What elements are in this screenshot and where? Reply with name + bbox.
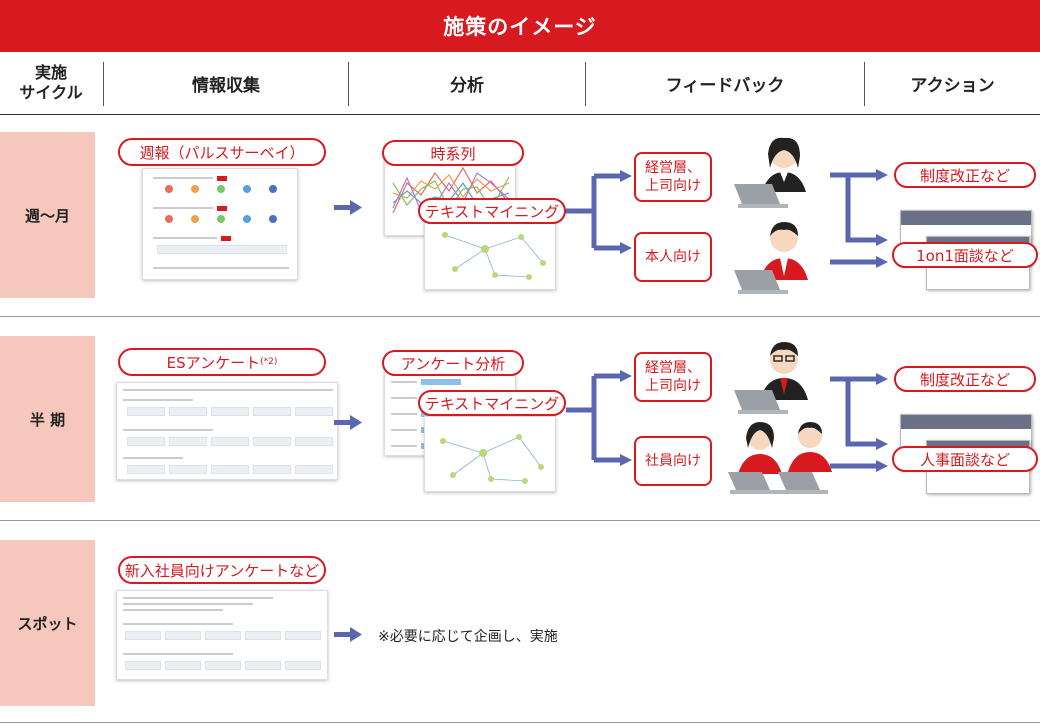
- executive-icon: [734, 342, 808, 414]
- feedback-box-halfyear-bottom: 社員向け: [634, 436, 712, 486]
- feedback-line: 上司向け: [645, 178, 701, 194]
- arrow-icon: [566, 373, 620, 463]
- feedback-line: 経営層、: [645, 160, 701, 176]
- es-survey-thumbnail: [116, 382, 338, 480]
- row-divider: [0, 520, 1040, 521]
- arrow-icon: [830, 376, 876, 469]
- header-divider: [864, 62, 865, 106]
- analysis-label-halfyear-bottom: テキストマイニング: [418, 390, 566, 416]
- new-employee-survey-thumbnail: [116, 590, 328, 680]
- text-mining-thumbnail: [424, 416, 556, 492]
- arrow-icon: [566, 173, 620, 251]
- feedback-line: 経営層、: [645, 360, 701, 376]
- row-divider: [0, 722, 1040, 723]
- header-analyze: 分析: [450, 75, 484, 96]
- analysis-label-weekly-bottom: テキストマイニング: [418, 198, 566, 224]
- row-label-weekly: 週〜月: [0, 132, 95, 298]
- arrow-icon: [334, 200, 362, 215]
- header-divider: [585, 62, 586, 106]
- collect-label-weekly: 週報（パルスサーベイ）: [118, 138, 326, 166]
- header-cycle-line2: サイクル: [19, 83, 83, 102]
- header-cycle: 実施サイクル: [0, 58, 102, 108]
- employees-icon: [728, 422, 832, 494]
- businesswoman-icon: [734, 137, 806, 208]
- row-label-halfyear: 半 期: [0, 336, 95, 502]
- spot-note: ※必要に応じて企画し、実施: [378, 629, 558, 645]
- action-label-weekly-top: 制度改正など: [894, 162, 1036, 188]
- action-label-weekly-bottom: 1on1面談など: [892, 242, 1038, 268]
- action-label-halfyear-top: 制度改正など: [894, 366, 1036, 392]
- header-divider: [348, 62, 349, 106]
- arrow-icon: [830, 172, 876, 265]
- row-divider: [0, 316, 1040, 317]
- row-label-spot: スポット: [0, 540, 95, 706]
- text-mining-thumbnail: [424, 214, 556, 290]
- pulse-survey-thumbnail: [142, 168, 298, 280]
- businessman-icon: [734, 222, 808, 294]
- feedback-box-weekly-top: 経営層、上司向け: [634, 152, 712, 202]
- header-feedback: フィードバック: [665, 75, 785, 96]
- feedback-box-weekly-bottom: 本人向け: [634, 232, 712, 282]
- text-mining-network-graphic: [440, 434, 544, 484]
- arrow-icon: [334, 415, 362, 430]
- header-underline: [0, 114, 1040, 115]
- collect-label-spot: 新入社員向けアンケートなど: [118, 556, 326, 584]
- analysis-label-halfyear-top: アンケート分析: [382, 350, 524, 376]
- header-cycle-line1: 実施: [34, 63, 67, 82]
- collect-label-text: ESアンケート: [166, 353, 261, 372]
- header-action: アクション: [910, 75, 995, 96]
- footnote-mark: (*2): [260, 357, 278, 367]
- header-collect: 情報収集: [192, 75, 260, 96]
- analysis-label-weekly-top: 時系列: [382, 140, 524, 166]
- feedback-line: 上司向け: [645, 378, 701, 394]
- action-label-halfyear-bottom: 人事面談など: [892, 446, 1038, 472]
- page-title: 施策のイメージ: [0, 0, 1040, 52]
- header-divider: [103, 62, 104, 106]
- text-mining-network-graphic: [442, 232, 546, 280]
- collect-label-halfyear: ESアンケート(*2): [118, 348, 326, 376]
- arrow-icon: [334, 627, 362, 642]
- feedback-box-halfyear-top: 経営層、上司向け: [634, 352, 712, 402]
